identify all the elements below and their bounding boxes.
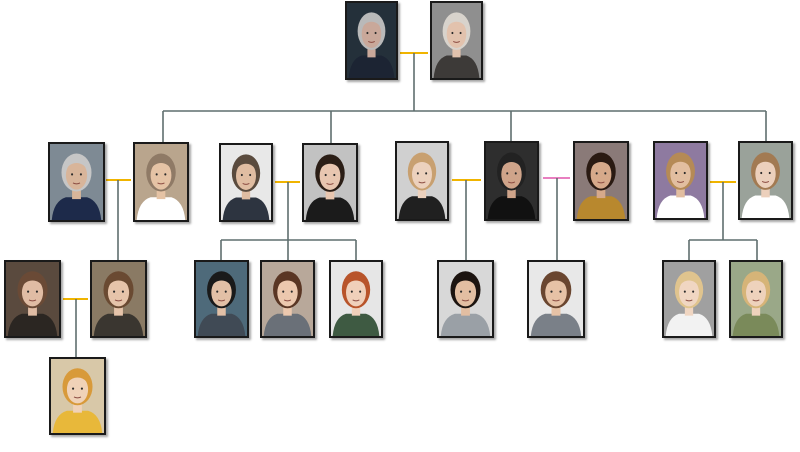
- portrait-gen3-girl-a: [260, 260, 315, 338]
- grey-haired-man-portrait-icon: [50, 144, 103, 220]
- portrait-gen3-boy-b: [437, 260, 494, 338]
- blonde-boy-portrait-icon: [664, 262, 714, 336]
- man-in-suit-portrait-icon: [486, 143, 537, 219]
- young-woman-portrait-icon: [740, 143, 791, 218]
- portrait-gen1-man: [345, 1, 398, 80]
- woman-with-glasses-portrait-icon: [135, 144, 187, 220]
- portrait-gen3-boy-d: [662, 260, 716, 338]
- young-man-portrait-icon: [655, 143, 706, 218]
- dark-haired-woman-portrait-icon: [304, 145, 356, 220]
- blonde-woman-portrait-icon: [397, 143, 447, 219]
- elderly-man-portrait-icon: [347, 3, 396, 78]
- boy-with-glasses-portrait-icon: [196, 262, 247, 336]
- portrait-gen3-woman-a: [90, 260, 147, 338]
- portrait-gen2-man-c: [484, 141, 539, 221]
- portrait-gen2-man-b: [219, 143, 273, 222]
- short-haired-woman-portrait-icon: [92, 262, 145, 336]
- portrait-gen2-woman-d: [573, 141, 629, 221]
- portrait-gen2-woman-a: [133, 142, 189, 222]
- shaggy-haired-man-portrait-icon: [6, 262, 59, 336]
- portrait-gen2-man-d: [653, 141, 708, 220]
- portrait-gen2-woman-e: [738, 141, 793, 220]
- portrait-gen1-woman: [430, 1, 483, 80]
- portrait-gen2-man-a: [48, 142, 105, 222]
- elderly-woman-portrait-icon: [432, 3, 481, 78]
- portrait-gen3-boy-a: [194, 260, 249, 338]
- portrait-gen3-boy-c: [527, 260, 585, 338]
- portrait-gen2-woman-b: [302, 143, 358, 222]
- man-with-glasses-portrait-icon: [221, 145, 271, 220]
- blonde-child-portrait-icon: [731, 262, 781, 336]
- curly-haired-boy-portrait-icon: [439, 262, 492, 336]
- red-haired-girl-portrait-icon: [331, 262, 381, 336]
- brunette-woman-portrait-icon: [575, 143, 627, 219]
- portrait-gen3-boy-e: [729, 260, 783, 338]
- smiling-boy-portrait-icon: [529, 262, 583, 336]
- portrait-gen3-girl-b: [329, 260, 383, 338]
- portrait-gen3-man-a: [4, 260, 61, 338]
- portrait-gen4-baby: [49, 357, 106, 435]
- baby-girl-portrait-icon: [51, 359, 104, 433]
- portrait-gen2-woman-c: [395, 141, 449, 221]
- girl-with-bangs-portrait-icon: [262, 262, 313, 336]
